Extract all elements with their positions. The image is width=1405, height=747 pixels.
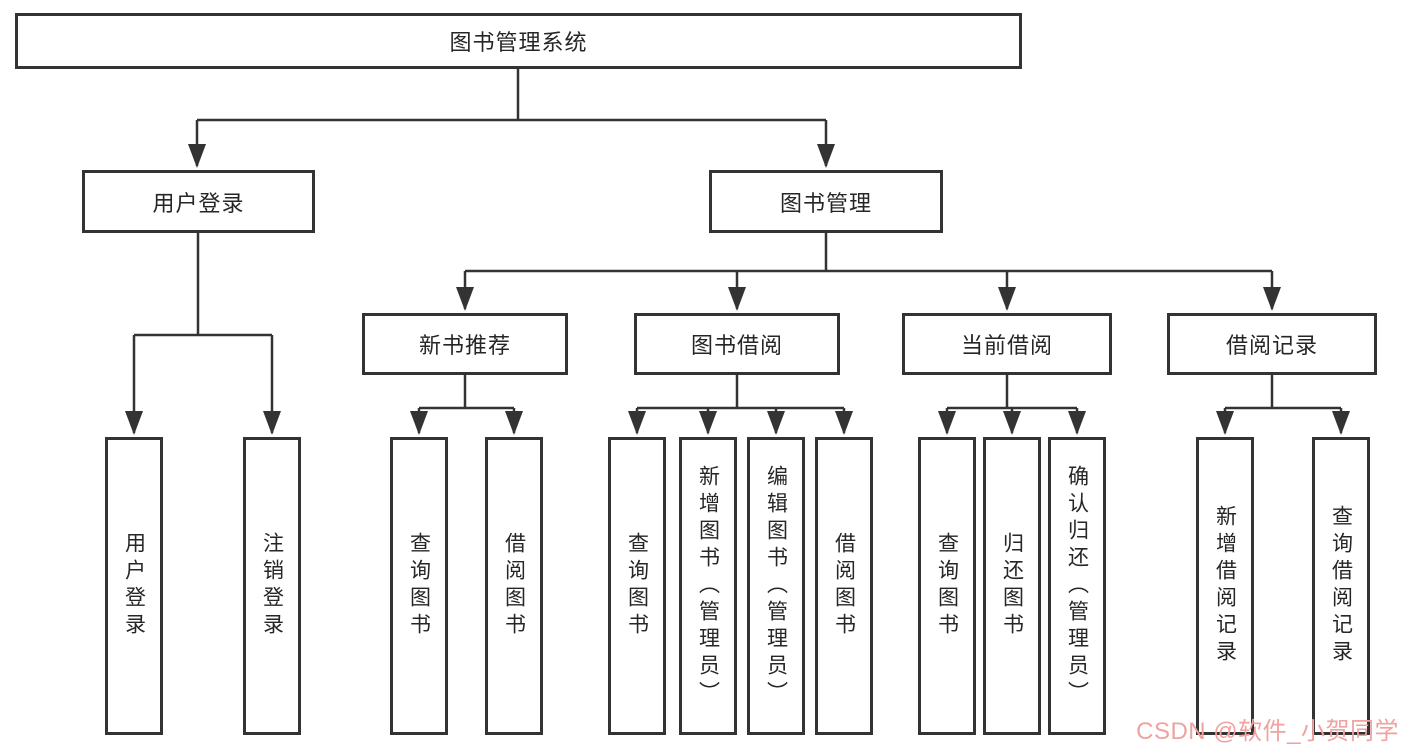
csdn-watermark: CSDN @软件_小贺同学 bbox=[1136, 718, 1399, 745]
leaf-return-books: 归还图书 bbox=[983, 437, 1041, 735]
leaf-query-books-borrow-label: 查询图书 bbox=[625, 532, 649, 640]
node-library-management-system-label: 图书管理系统 bbox=[449, 30, 588, 55]
node-new-book-recommendation: 新书推荐 bbox=[362, 313, 568, 375]
node-current-borrowing-label: 当前借阅 bbox=[960, 333, 1053, 358]
node-book-management: 图书管理 bbox=[709, 170, 943, 233]
leaf-query-books-current: 查询图书 bbox=[918, 437, 976, 735]
leaf-edit-books-admin: 编辑图书（管理员） bbox=[747, 437, 805, 735]
leaf-query-books-current-label: 查询图书 bbox=[935, 532, 959, 640]
node-borrowing-records: 借阅记录 bbox=[1167, 313, 1377, 375]
leaf-add-borrow-record-label: 新增借阅记录 bbox=[1213, 505, 1237, 667]
leaf-query-borrow-record-label: 查询借阅记录 bbox=[1329, 505, 1353, 667]
node-book-borrowing-label: 图书借阅 bbox=[690, 333, 783, 358]
leaf-user-login-label: 用户登录 bbox=[122, 532, 146, 640]
leaf-borrow-books-borrow-label: 借阅图书 bbox=[832, 532, 856, 640]
node-user-login-label: 用户登录 bbox=[152, 190, 245, 216]
node-new-book-recommendation-label: 新书推荐 bbox=[418, 333, 511, 358]
node-current-borrowing: 当前借阅 bbox=[902, 313, 1112, 375]
leaf-add-books-admin: 新增图书（管理员） bbox=[679, 437, 737, 735]
node-user-login: 用户登录 bbox=[82, 170, 315, 233]
node-book-borrowing: 图书借阅 bbox=[634, 313, 840, 375]
leaf-logout: 注销登录 bbox=[243, 437, 301, 735]
leaf-borrow-books-newrec: 借阅图书 bbox=[485, 437, 543, 735]
leaf-edit-books-admin-label: 编辑图书（管理员） bbox=[764, 464, 788, 708]
leaf-add-books-admin-label: 新增图书（管理员） bbox=[696, 464, 720, 708]
node-library-management-system: 图书管理系统 bbox=[15, 13, 1022, 69]
leaf-user-login: 用户登录 bbox=[105, 437, 163, 735]
leaf-borrow-books-newrec-label: 借阅图书 bbox=[502, 532, 526, 640]
leaf-query-borrow-record: 查询借阅记录 bbox=[1312, 437, 1370, 735]
leaf-query-books-newrec: 查询图书 bbox=[390, 437, 448, 735]
leaf-query-books-borrow: 查询图书 bbox=[608, 437, 666, 735]
leaf-confirm-return-admin: 确认归还（管理员） bbox=[1048, 437, 1106, 735]
leaf-confirm-return-admin-label: 确认归还（管理员） bbox=[1065, 464, 1089, 708]
leaf-query-books-newrec-label: 查询图书 bbox=[407, 532, 431, 640]
node-borrowing-records-label: 借阅记录 bbox=[1225, 333, 1318, 358]
leaf-add-borrow-record: 新增借阅记录 bbox=[1196, 437, 1254, 735]
leaf-borrow-books-borrow: 借阅图书 bbox=[815, 437, 873, 735]
leaf-logout-label: 注销登录 bbox=[260, 532, 284, 640]
leaf-return-books-label: 归还图书 bbox=[1000, 532, 1024, 640]
node-book-management-label: 图书管理 bbox=[779, 190, 872, 216]
